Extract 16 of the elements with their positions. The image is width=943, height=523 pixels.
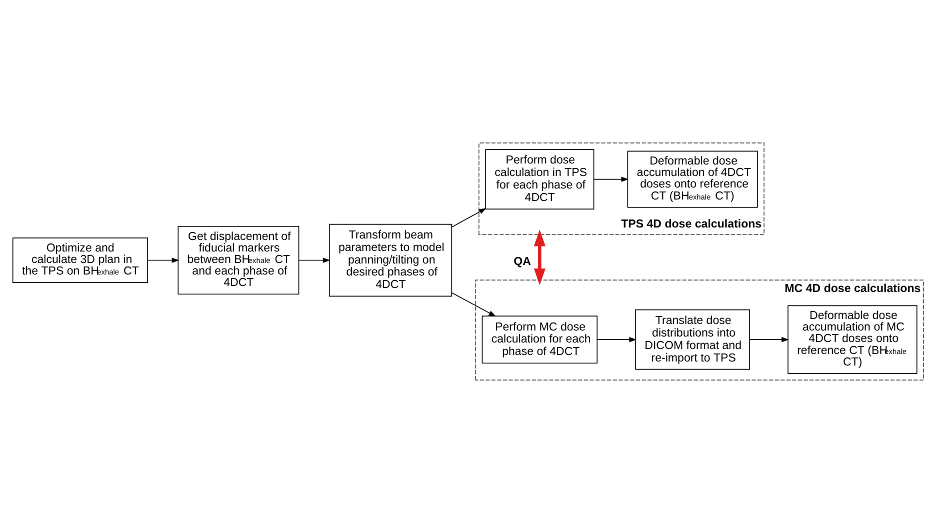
node-box: Perform dose calculation in TPS for each phase of 4DCT [485,149,594,210]
arrow [298,258,330,263]
arrow [593,176,629,182]
arrow [451,292,496,317]
arrow [596,336,637,342]
node-box: Translate dose distributions into DICOM format and re-import to TPS [635,309,750,370]
arrow [451,208,486,228]
node-box: Perform MC dose calculation for each phase of 4DCT [482,316,598,364]
node-box: Optimize and calculate 3D plan in the TPS on BHexhale CT [12,238,148,283]
edge-label: QA [514,256,531,268]
arrow [749,336,789,342]
arrow [534,230,546,286]
arrow [147,258,180,263]
node-box: Transform beam parameters to model panning/tilting on desired phases of 4DCT [328,224,452,297]
node-box: Deformable dose accumulation of 4DCT doses onto reference CT (BHexhale CT) [627,150,758,208]
node-box: Get displacement of fiducial markers between BHexhale CT and each phase of 4DCT [178,226,300,295]
